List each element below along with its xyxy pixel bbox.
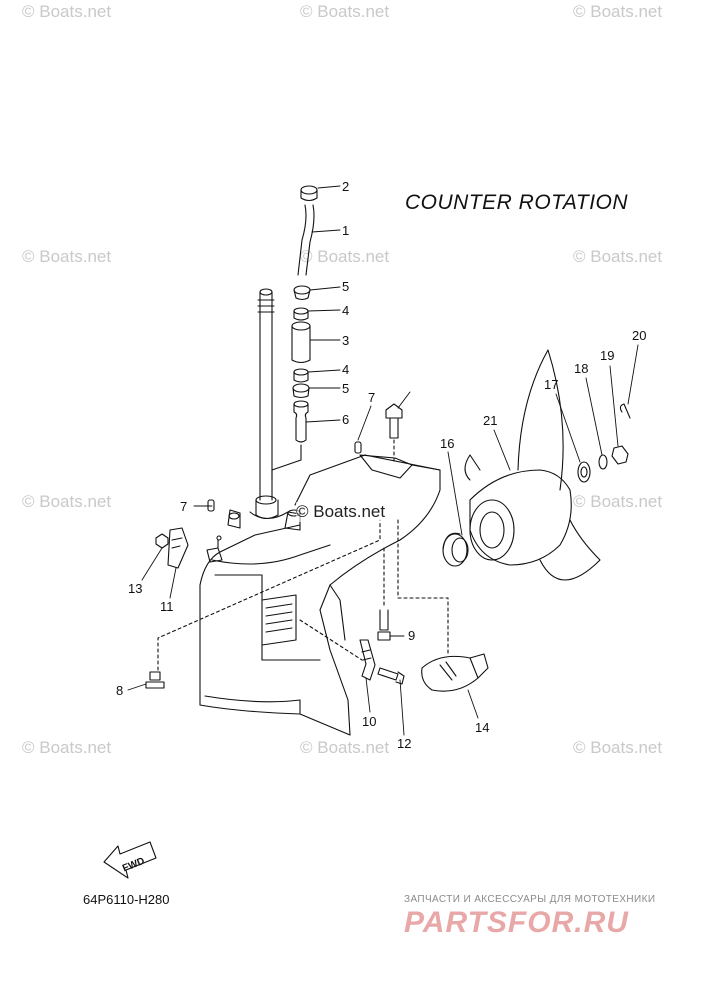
callout-17: 17	[544, 377, 558, 392]
callout-10: 10	[362, 714, 376, 729]
spacer-16	[442, 532, 469, 567]
washer-18	[598, 454, 608, 470]
leader-lines	[127, 185, 639, 736]
dowel-pins	[207, 441, 362, 512]
watermark: © Boats.net	[300, 2, 390, 21]
callout-8: 8	[116, 683, 123, 698]
bolt-8	[145, 671, 165, 689]
callout-3: 3	[342, 333, 349, 348]
watermark: © Boats.net	[573, 738, 663, 757]
watermark: © Boats.net	[22, 247, 112, 266]
bolt-9	[377, 609, 391, 641]
callout-21: 21	[483, 413, 497, 428]
lower-casing	[199, 454, 441, 736]
anode-11	[155, 527, 189, 569]
cotter-pin-20	[619, 403, 631, 419]
diagram-title: COUNTER ROTATION	[405, 191, 629, 214]
callout-6: 6	[342, 412, 349, 427]
watermark: © Boats.net	[573, 247, 663, 266]
watermark: © Boats.net	[22, 492, 112, 511]
callout-12: 12	[397, 736, 411, 751]
bolt-15	[385, 403, 403, 439]
watermark: © Boats.net	[573, 492, 663, 511]
callout-16: 16	[440, 436, 454, 451]
callout-5: 5	[342, 279, 349, 294]
watermark: © Boats.net	[573, 2, 663, 21]
anode-10	[359, 639, 376, 681]
propeller-21	[464, 349, 601, 581]
callout-1: 1	[342, 223, 349, 238]
drive-shaft	[249, 288, 289, 520]
watermark: © Boats.net	[300, 247, 390, 266]
thrust-washer-17	[577, 461, 591, 483]
callout-7: 7	[180, 499, 187, 514]
fwd-arrow-icon: FWD	[103, 841, 157, 879]
shift-rod-assembly	[271, 185, 318, 481]
watermark: © Boats.net	[22, 2, 112, 21]
watermark: © Boats.net	[22, 738, 112, 757]
callout-9: 9	[408, 628, 415, 643]
center-watermark: © Boats.net	[296, 502, 386, 522]
callout-7: 7	[368, 390, 375, 405]
callout-5: 5	[342, 381, 349, 396]
callout-13: 13	[128, 581, 142, 596]
bolt-12	[377, 667, 405, 685]
callout-19: 19	[600, 348, 614, 363]
watermark: © Boats.net	[300, 738, 390, 757]
callout-14: 14	[475, 720, 489, 735]
callout-20: 20	[632, 328, 646, 343]
trim-tab-14	[421, 653, 489, 692]
callout-2: 2	[342, 179, 349, 194]
callout-11: 11	[160, 599, 174, 614]
ad-logo: PARTSFOR.RU	[404, 906, 629, 939]
ad-tagline: ЗАПЧАСТИ И АКСЕССУАРЫ ДЛЯ МОТОТЕХНИКИ	[404, 894, 656, 905]
callout-labels: 1 2 3 4 4 5 5 6 7 7 8 9 10 11 12 13 14 1…	[116, 179, 646, 751]
callout-4: 4	[342, 362, 349, 377]
callout-4: 4	[342, 303, 349, 318]
nut-19	[611, 445, 629, 465]
drawing-code: 64P6110-H280	[83, 892, 170, 907]
callout-18: 18	[574, 361, 588, 376]
